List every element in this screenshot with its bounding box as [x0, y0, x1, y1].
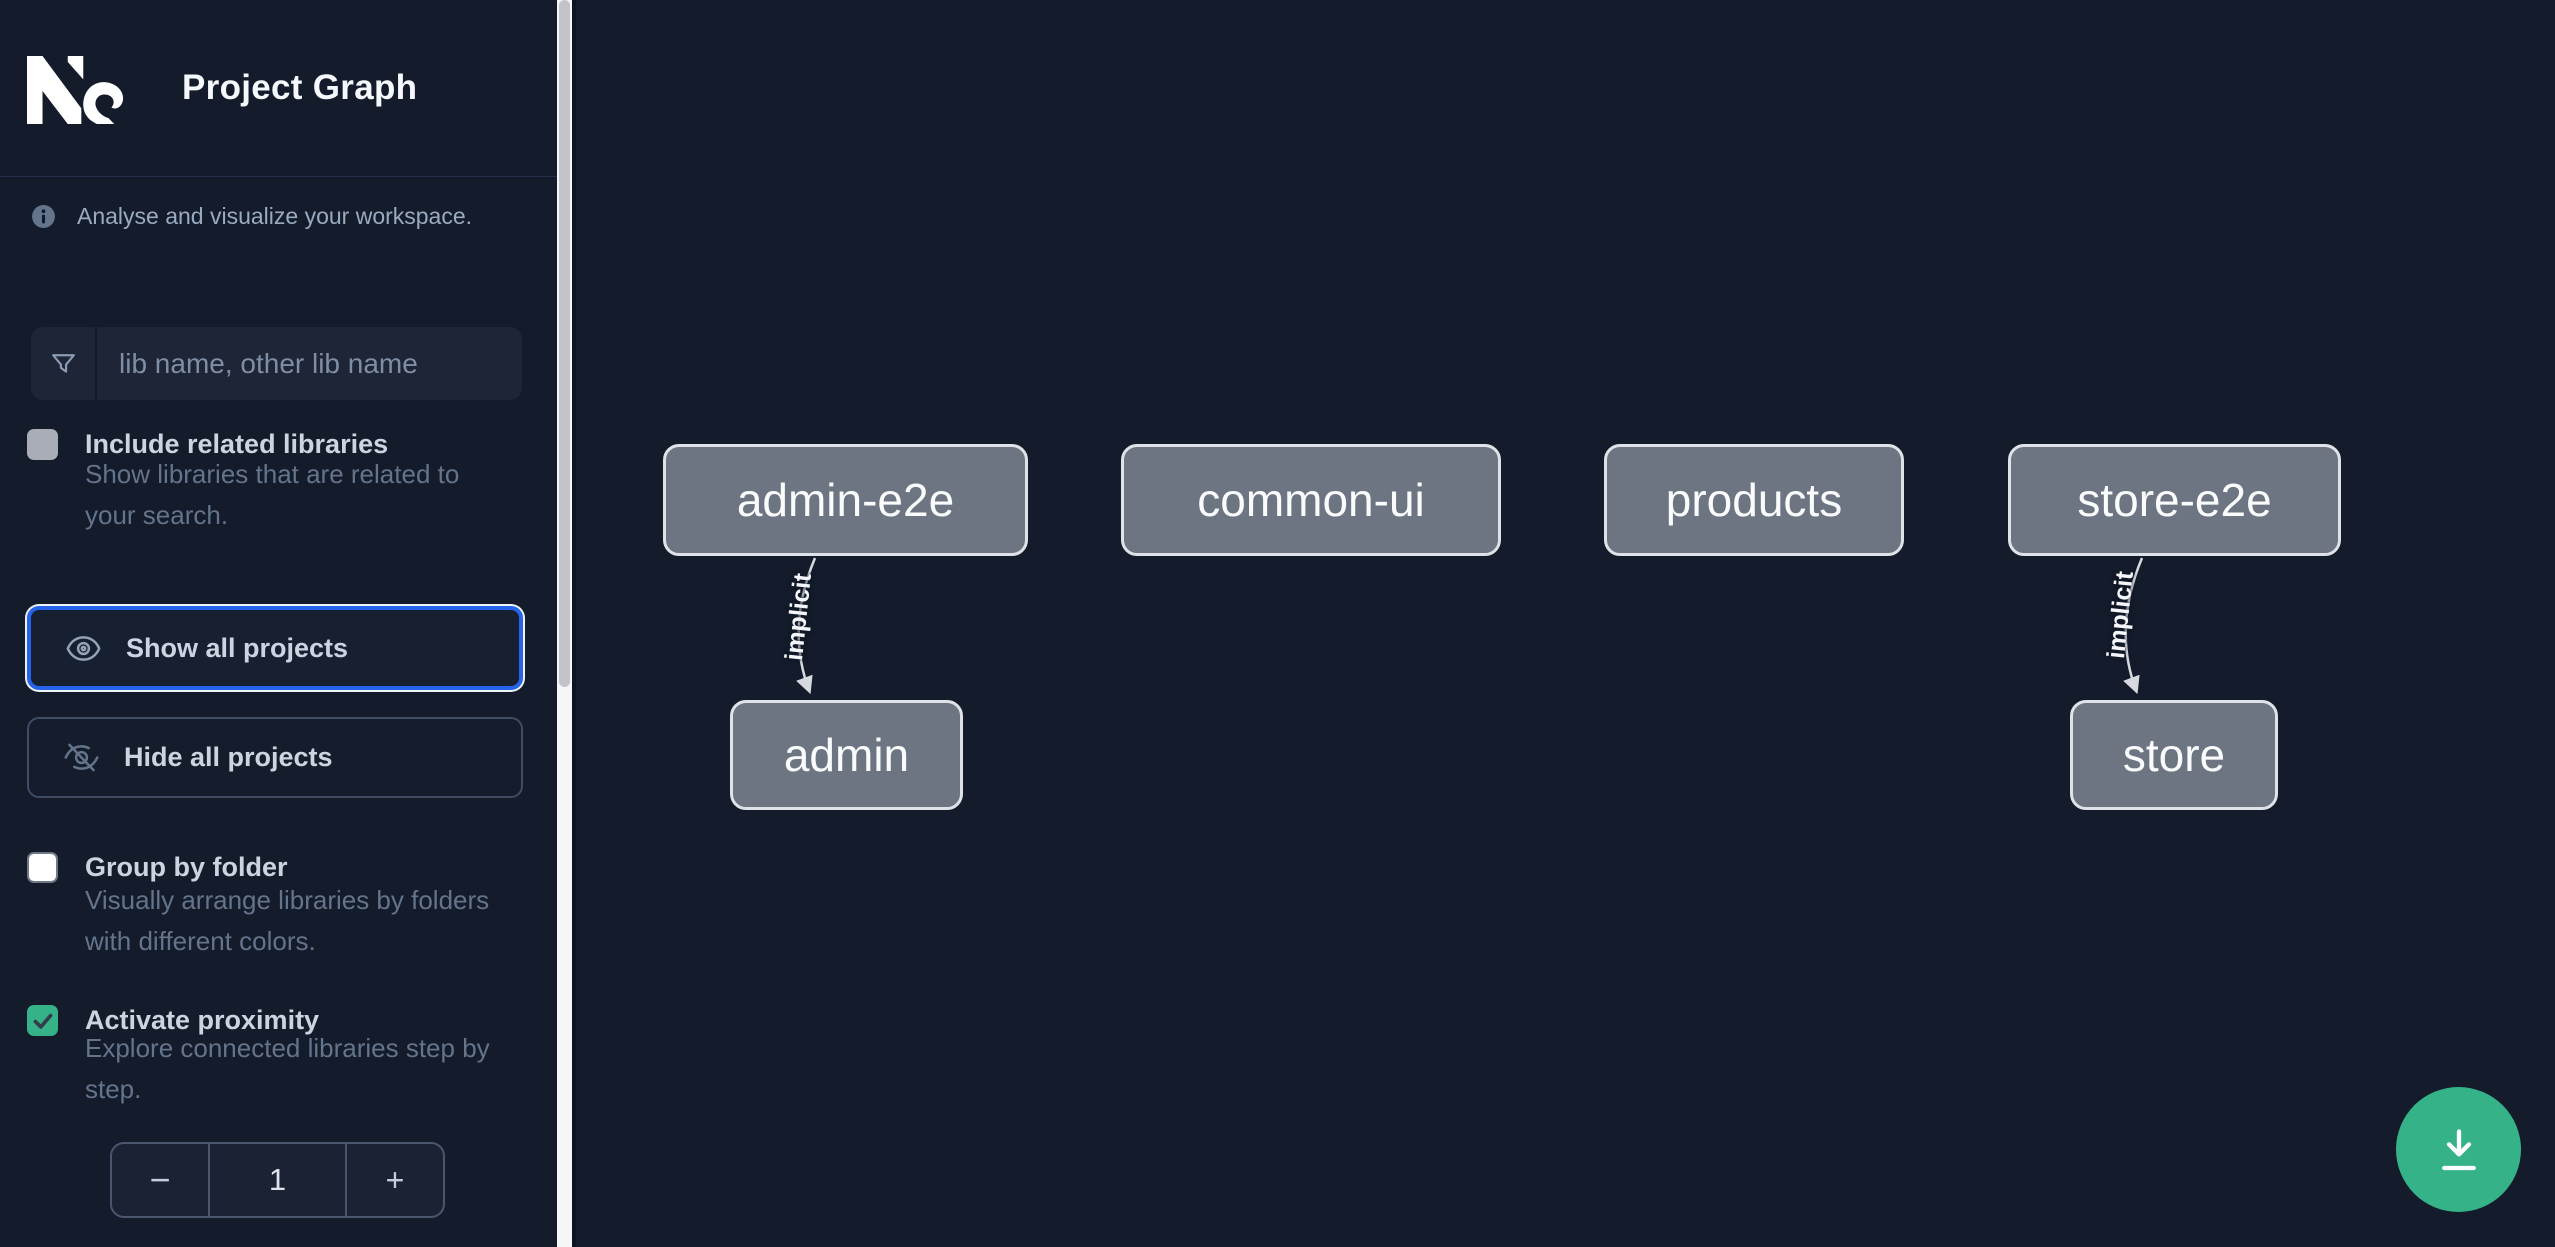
sidebar-scrollbar-track[interactable] — [557, 0, 572, 1247]
show-all-projects-label: Show all projects — [126, 632, 349, 663]
include-related-label: Include related libraries — [85, 429, 389, 459]
eye-slash-icon — [64, 743, 99, 772]
info-icon — [32, 205, 55, 228]
filter-icon — [31, 327, 97, 400]
project-node-store-e2e[interactable]: store-e2e — [2008, 444, 2341, 556]
decrement-button[interactable]: − — [112, 1144, 208, 1216]
sidebar-scrollbar-thumb[interactable] — [559, 0, 570, 687]
graph-canvas[interactable] — [576, 0, 2555, 1247]
hide-all-projects-button[interactable]: Hide all projects — [27, 717, 523, 798]
project-node-admin-e2e[interactable]: admin-e2e — [663, 444, 1028, 556]
nx-logo-icon — [27, 56, 124, 124]
tagline-text: Analyse and visualize your workspace. — [77, 203, 473, 229]
eye-icon — [66, 635, 101, 661]
activate-proximity-label: Activate proximity — [85, 1005, 320, 1035]
download-icon — [2441, 1128, 2476, 1170]
activate-proximity-checkbox[interactable] — [27, 1005, 58, 1036]
show-all-projects-button[interactable]: Show all projects — [27, 606, 523, 690]
group-by-folder-description: Visually arrange libraries by folders wi… — [85, 885, 490, 956]
project-node-common-ui[interactable]: common-ui — [1121, 444, 1501, 556]
search-input[interactable] — [97, 327, 522, 400]
include-related-checkbox[interactable] — [27, 429, 58, 460]
hide-all-projects-label: Hide all projects — [124, 742, 333, 772]
proximity-depth-stepper: − 1 + — [110, 1142, 445, 1218]
tagline-row: Analyse and visualize your workspace. — [31, 203, 472, 230]
option-group-by-folder: Group by folder — [27, 852, 288, 883]
project-node-admin[interactable]: admin — [730, 700, 963, 810]
search-box — [31, 327, 522, 400]
project-node-store[interactable]: store — [2070, 700, 2278, 810]
sidebar: Project Graph Analyse and visualize your… — [0, 0, 557, 1247]
checkmark-icon — [33, 1013, 52, 1029]
option-activate-proximity: Activate proximity — [27, 1005, 319, 1036]
group-by-folder-label: Group by folder — [85, 852, 288, 882]
page-title: Project Graph — [182, 68, 418, 107]
proximity-depth-value: 1 — [208, 1144, 345, 1216]
option-include-related: Include related libraries — [27, 429, 388, 460]
include-related-description: Show libraries that are related to your … — [85, 459, 460, 530]
group-by-folder-checkbox[interactable] — [27, 852, 58, 883]
activate-proximity-description: Explore connected libraries step by step… — [85, 1033, 490, 1104]
theme-toggle-button[interactable] — [464, 64, 512, 112]
increment-button[interactable]: + — [345, 1144, 443, 1216]
project-node-products[interactable]: products — [1604, 444, 1904, 556]
sidebar-header: Project Graph — [0, 0, 557, 177]
download-graph-button[interactable] — [2396, 1087, 2521, 1212]
panel-divider — [572, 0, 576, 1247]
